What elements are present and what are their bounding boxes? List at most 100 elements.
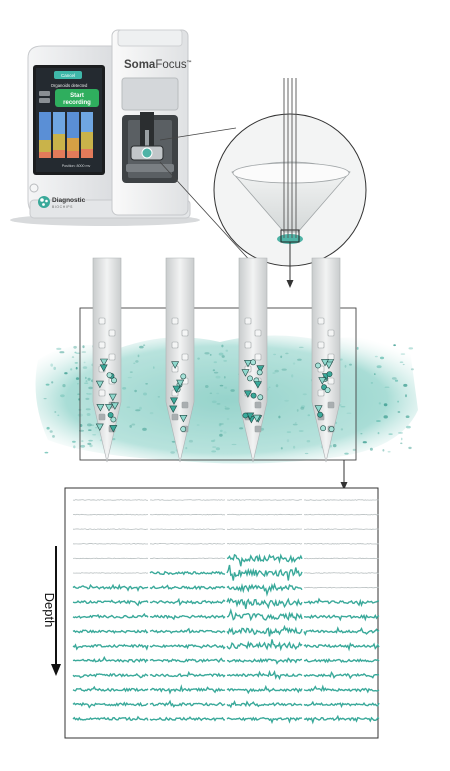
tissue-cell <box>82 345 85 349</box>
tissue-cell <box>82 366 88 369</box>
tissue-cell <box>382 449 385 452</box>
tissue-cell <box>400 353 406 355</box>
neuron-pyramidal <box>256 365 265 373</box>
trace-line <box>149 699 226 708</box>
trace-line <box>149 557 226 560</box>
electrode-site <box>98 413 106 421</box>
trace-line <box>149 670 226 678</box>
trace-line <box>72 599 149 607</box>
tissue-cell <box>221 344 224 348</box>
probe-needle <box>145 130 149 150</box>
tissue-cell <box>87 423 92 427</box>
trace-line <box>149 643 226 650</box>
tissue-cell <box>218 352 224 356</box>
tissue-cell <box>44 451 49 454</box>
trace-line <box>149 627 226 634</box>
tissue-cell <box>286 439 290 443</box>
tissue-cell <box>406 425 411 429</box>
tissue-cell <box>84 376 87 380</box>
probe-shank <box>165 257 195 463</box>
neuron-pyramidal <box>243 360 253 368</box>
tissue-cell <box>135 360 139 363</box>
tissue-cell <box>339 358 343 361</box>
tissue-cell <box>344 452 349 455</box>
tissue-cell <box>74 351 77 354</box>
tissue-cell <box>54 411 57 413</box>
logo-text: Diagnostic <box>52 197 86 204</box>
tissue-cell <box>374 373 376 375</box>
trace-line <box>226 657 303 665</box>
screen-tab-cancel-label: Cancel <box>61 73 75 78</box>
tissue-cell <box>399 361 404 364</box>
neuron-interneuron <box>250 359 256 366</box>
logo-subtext: BIOCHIPS <box>52 205 73 209</box>
depth-arrow <box>51 546 61 676</box>
tissue-cell <box>223 431 227 434</box>
tissue-cell <box>268 386 271 388</box>
recording-panel-frame <box>64 487 379 739</box>
start-recording-label: Start <box>70 93 84 99</box>
funnel-rim <box>232 162 350 184</box>
neuron-pyramidal <box>176 379 185 388</box>
screen-tab-cancel[interactable] <box>54 71 82 79</box>
tissue-cell <box>135 409 141 412</box>
device-brand: SomaFocus™ <box>124 59 192 71</box>
tissue-cell <box>52 435 55 438</box>
tissue-cell <box>223 376 226 379</box>
tissue-cell <box>384 386 390 388</box>
trace-line <box>303 557 380 560</box>
trace-line <box>149 614 226 621</box>
trace-line <box>226 700 303 709</box>
electrode-site <box>327 401 335 409</box>
tissue-cell <box>374 355 378 358</box>
tissue-cell <box>223 360 228 362</box>
tissue-cell <box>356 346 359 350</box>
tissue-cell <box>370 382 374 384</box>
screen-status: Organoids detected <box>51 83 88 88</box>
neuron-pyramidal <box>252 414 261 423</box>
tissue-cell <box>231 443 237 446</box>
tissue-cell <box>92 434 97 436</box>
tissue-cell <box>216 392 220 395</box>
tissue-cell <box>71 356 75 358</box>
chamber-ledge <box>126 164 174 172</box>
neuron-pyramidal <box>324 361 333 370</box>
tissue-cell <box>346 412 352 414</box>
trace-line <box>226 513 303 516</box>
callout-line-bottom <box>159 161 255 266</box>
trace-line <box>72 701 149 709</box>
tissue-cell <box>81 351 87 353</box>
power-button[interactable] <box>29 183 39 193</box>
tissue-cell <box>133 362 136 365</box>
tissue-cell <box>75 377 80 380</box>
tower-upper-window <box>121 77 179 111</box>
tissue-cell <box>393 344 396 347</box>
neuron-pyramidal <box>172 385 181 394</box>
trace-line <box>149 499 226 501</box>
electrode-site <box>254 353 262 361</box>
tissue-cell <box>402 363 405 366</box>
tissue-cell <box>64 372 68 375</box>
tissue-cell <box>292 362 296 365</box>
trace-line <box>72 655 149 664</box>
tissue-cell <box>408 347 414 350</box>
tissue-cell <box>76 352 81 354</box>
electrode-site <box>108 353 116 361</box>
trace-line <box>303 499 380 501</box>
trace-line <box>226 639 303 652</box>
depth-label: Depth <box>42 593 57 628</box>
tissue-cell <box>213 371 219 374</box>
tissue-cell <box>85 380 88 383</box>
tissue-cell <box>50 363 53 367</box>
arrow-down-2 <box>340 460 348 490</box>
trace-line <box>149 716 226 722</box>
tissue-cell <box>408 446 412 450</box>
tissue-cell <box>211 400 217 404</box>
tissue-cell <box>332 444 337 448</box>
trace-line <box>303 670 380 680</box>
start-recording-button[interactable] <box>55 89 99 107</box>
trace-line <box>303 714 380 725</box>
tissue-cell <box>211 450 217 453</box>
sample-well <box>141 147 153 159</box>
trace-line <box>226 597 303 610</box>
